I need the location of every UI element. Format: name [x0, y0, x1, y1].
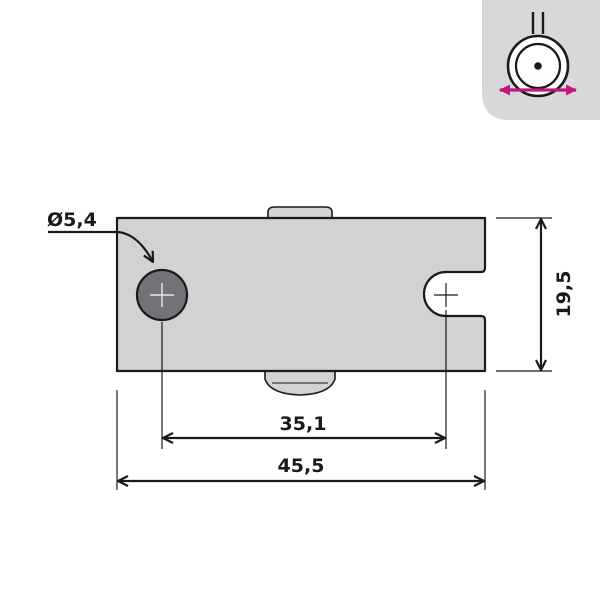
mounting-hole [135, 268, 189, 322]
extension-lines [116, 217, 552, 490]
hole-spacing-label: 35,1 [280, 413, 327, 435]
overall-length-label: 45,5 [278, 455, 325, 477]
hole-diameter-label: Ø5,4 [47, 209, 97, 231]
diameter-leader [48, 230, 153, 262]
slot-center-mark [434, 283, 458, 307]
guide-body [115, 216, 487, 373]
pulley-lateral-movement-icon [482, 0, 600, 120]
roller-wheel [264, 206, 336, 396]
height-label: 19,5 [553, 271, 575, 318]
